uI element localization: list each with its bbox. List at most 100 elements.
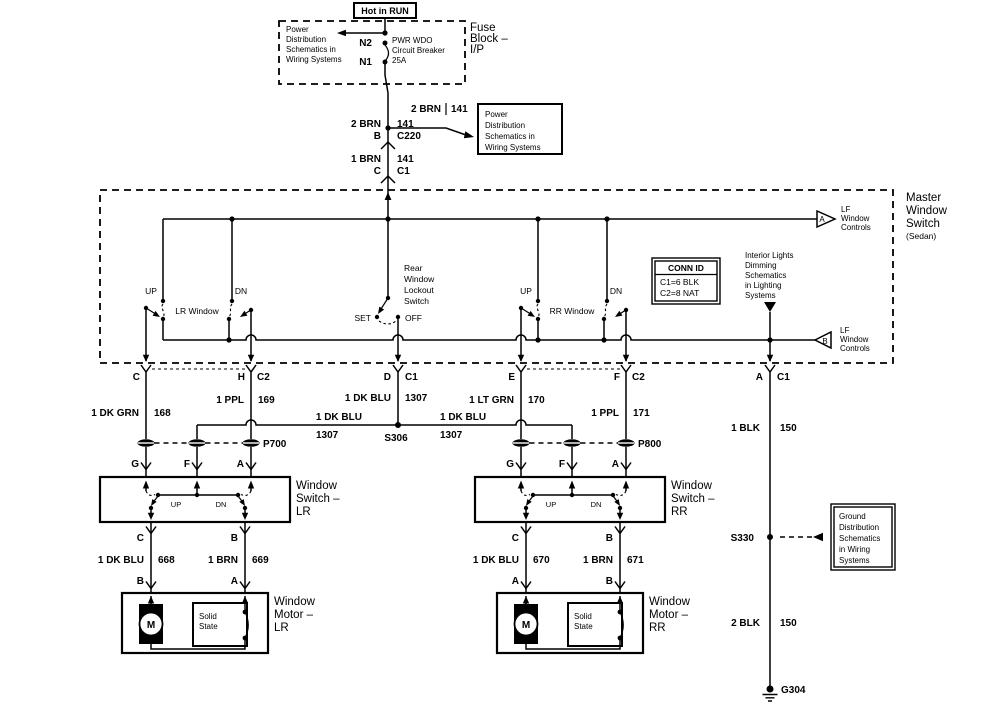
rr-window-label: RR Window [550, 306, 596, 316]
wire-color: 1 DK BLU [440, 412, 486, 423]
lr-window-label: LR Window [175, 306, 219, 316]
master-window-switch-box: Master Window Switch (Sedan) A LF Window… [99, 189, 948, 364]
fuse-power-dist-line: Power [286, 25, 309, 34]
splice-s330-label: S330 [731, 533, 755, 544]
connector-p700: P700 [137, 439, 287, 450]
lf-controls-line: Window [841, 214, 870, 223]
circuit-breaker-icon [384, 44, 390, 62]
terminal-f: F [184, 459, 190, 470]
switch-out-c: C [512, 533, 519, 544]
power-dist-box-line: Wiring Systems [485, 143, 541, 152]
terminal-d: D [384, 372, 391, 383]
down-triangle-icon [764, 302, 776, 312]
up-label: UP [145, 286, 157, 296]
lf-controls-line: Window [840, 335, 869, 344]
switch-rr-name-line: Window [671, 480, 713, 492]
fuse-block-ip: Power Distribution Schematics in Wiring … [278, 20, 508, 85]
right-arrow-icon [463, 131, 474, 139]
rr-window-rocker-switch: UP DN RR Window [518, 219, 629, 361]
wire-color: 1 BLK [731, 423, 761, 434]
solid-state-line: State [574, 622, 593, 631]
interior-line: Systems [745, 291, 776, 300]
triangle-b-letter: B [822, 337, 827, 346]
ground-g304-label: G304 [781, 685, 806, 696]
set-label: SET [354, 313, 371, 323]
solid-state-box [567, 602, 623, 647]
lf-controls-b-triangle [813, 330, 832, 350]
interior-line: Dimming [745, 261, 777, 270]
wire-color: 1 DK GRN [91, 408, 139, 419]
ground-box-line: in Wiring [839, 545, 870, 554]
wire-circuit: 1307 [316, 430, 339, 441]
fuse-block-name-line: Block – [470, 33, 508, 45]
ground-box-line: Schematics [839, 534, 880, 543]
switch-out-b: B [606, 533, 613, 544]
wire-circuit: 1307 [405, 393, 428, 404]
solid-state-box [192, 602, 248, 647]
left-arrow-icon [337, 29, 346, 37]
wire-circuit: 171 [633, 408, 650, 419]
connector-c1: C1 [405, 372, 418, 383]
splice-s306: S306 1 DK BLU 1307 1 DK BLU 1307 [196, 412, 573, 444]
switch-arm-icon [151, 499, 157, 506]
interior-line: Schematics [745, 271, 786, 280]
connector-p700-label: P700 [263, 439, 287, 450]
window-motor-rr: Window Motor – RR M Solid State [495, 591, 691, 655]
lr-window-rocker-switch: UP DN LR Window [143, 219, 254, 361]
connector-c1: C1 [777, 372, 790, 383]
wire-circuit: 141 [397, 154, 414, 165]
connector-p800-label: P800 [638, 439, 662, 450]
wire-circuit: 168 [154, 408, 171, 419]
lockout-caption-line: Window [404, 274, 435, 284]
up-label: UP [520, 286, 532, 296]
wire-circuit: 1307 [440, 430, 463, 441]
wire-circuit: 141 [451, 104, 468, 115]
master-name-line: Master [906, 192, 941, 204]
connector-c1: C1 [397, 166, 410, 177]
terminal-n1: N1 [359, 57, 372, 68]
solid-state-line: Solid [574, 612, 592, 621]
terminal-g: G [506, 459, 514, 470]
connector-c2: C2 [632, 372, 645, 383]
switch-out-c: C [137, 533, 144, 544]
rear-window-lockout-switch: SET OFF Rear Window Lockout Switch [354, 263, 435, 361]
switch-out-b: B [231, 533, 238, 544]
motor-m-label: M [147, 620, 155, 631]
power-dist-box-line: Distribution [485, 121, 525, 130]
lf-controls-line: Controls [840, 344, 870, 353]
wire-circuit: 671 [627, 555, 644, 566]
terminal-h: H [238, 372, 245, 383]
wire-color: 1 DK BLU [473, 555, 519, 566]
wire-color: 1 BRN [208, 555, 238, 566]
wire-color: 2 BLK [731, 618, 761, 629]
dn-label: DN [216, 500, 227, 509]
ground-box-line: Ground [839, 512, 866, 521]
motor-rr-name-line: Window [649, 596, 691, 608]
terminal-n2: N2 [359, 38, 372, 49]
window-switch-rr: Window Switch – RR UP DN [473, 475, 715, 524]
interior-line: Interior Lights [745, 251, 793, 260]
lockout-caption-line: Switch [404, 296, 429, 306]
motor-term-a: A [231, 576, 238, 587]
motor-lr-name-line: LR [274, 622, 289, 634]
window-motor-lr: Window Motor – LR M Solid State [120, 591, 316, 655]
master-name-line: Window [906, 205, 948, 217]
up-label: UP [546, 500, 556, 509]
wire-circuit: 668 [158, 555, 175, 566]
terminal-c: C [133, 372, 140, 383]
motor-rr-name-line: Motor – [649, 609, 689, 621]
lockout-caption-line: Lockout [404, 285, 434, 295]
solid-state-line: Solid [199, 612, 217, 621]
switch-lr-name-line: Switch – [296, 493, 340, 505]
ground-box-line: Distribution [839, 523, 879, 532]
switch-rr-name-line: RR [671, 506, 688, 518]
motor-term-a: A [512, 576, 519, 587]
switch-arm-icon [527, 310, 535, 317]
motor-m-label: M [522, 620, 530, 631]
wire-circuit: 670 [533, 555, 550, 566]
power-dist-box-line: Schematics in [485, 132, 535, 141]
lf-controls-line: LF [841, 205, 850, 214]
conn-id-row: C1=6 BLK [660, 277, 699, 287]
